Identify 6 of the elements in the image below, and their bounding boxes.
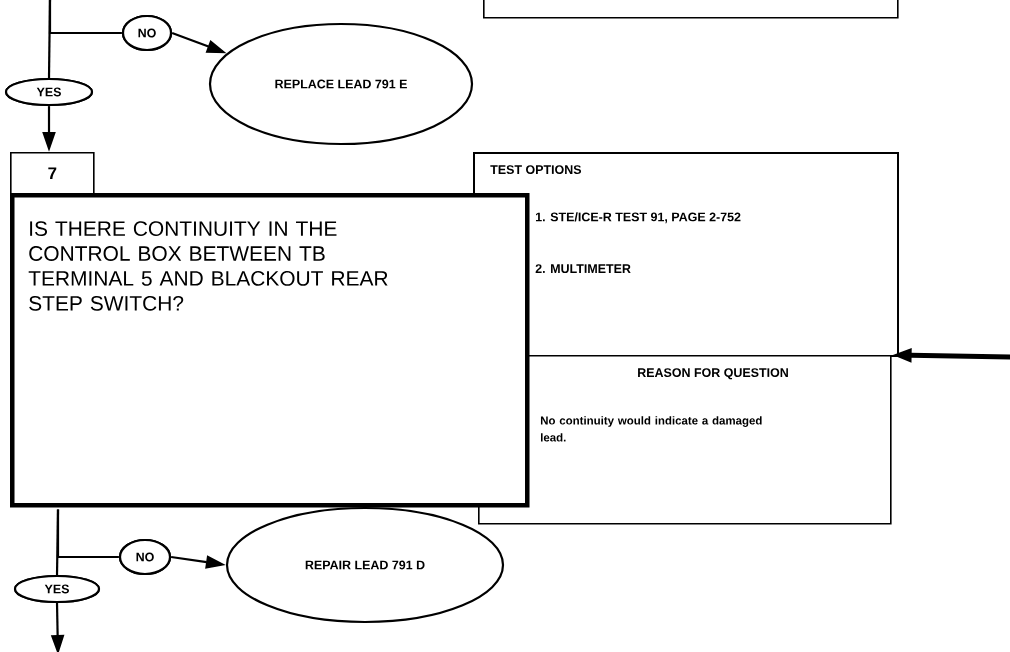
connector-line <box>56 509 119 559</box>
question-box: IS THERE CONTINUITY IN THE CONTROL BOX BETWEEN TB TERMINAL 5 AND BLACKOUT REAR STEP SWITCH? <box>10 193 530 508</box>
connector-line <box>47 0 52 78</box>
connector-line <box>55 509 60 575</box>
step-number-tab: 7 <box>10 152 95 195</box>
box <box>483 0 899 19</box>
